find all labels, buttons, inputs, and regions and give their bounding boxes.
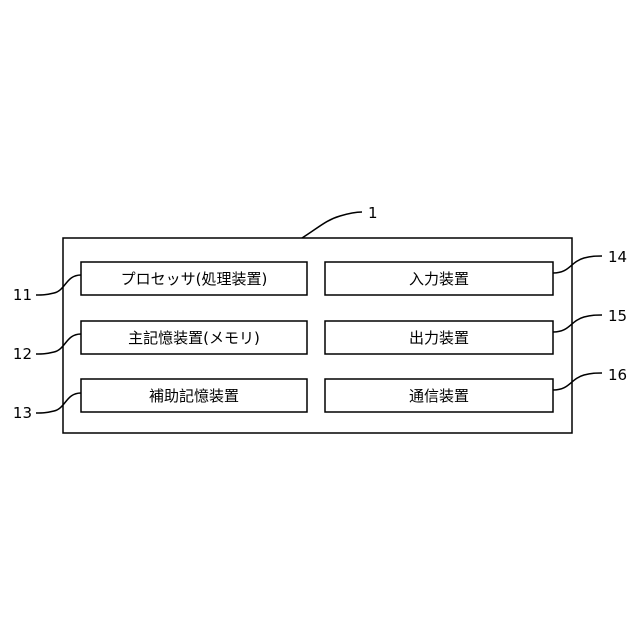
auxiliary-storage-ref-number: 13: [13, 404, 32, 422]
output-device-label: 出力装置: [409, 329, 469, 347]
main-memory-ref-number: 12: [13, 345, 32, 363]
container-leader-line: [302, 212, 362, 238]
container-ref-number: 1: [368, 204, 378, 222]
communication-device-ref-number: 16: [608, 366, 627, 384]
processor-ref-number: 11: [13, 286, 32, 304]
main-memory-label: 主記憶装置(メモリ): [128, 329, 260, 347]
input-device-ref-number: 14: [608, 248, 627, 266]
processor-label: プロセッサ(処理装置): [121, 270, 268, 288]
input-device-label: 入力装置: [409, 270, 469, 288]
auxiliary-storage-label: 補助記憶装置: [149, 387, 239, 405]
communication-device-label: 通信装置: [409, 387, 469, 405]
output-device-ref-number: 15: [608, 307, 627, 325]
